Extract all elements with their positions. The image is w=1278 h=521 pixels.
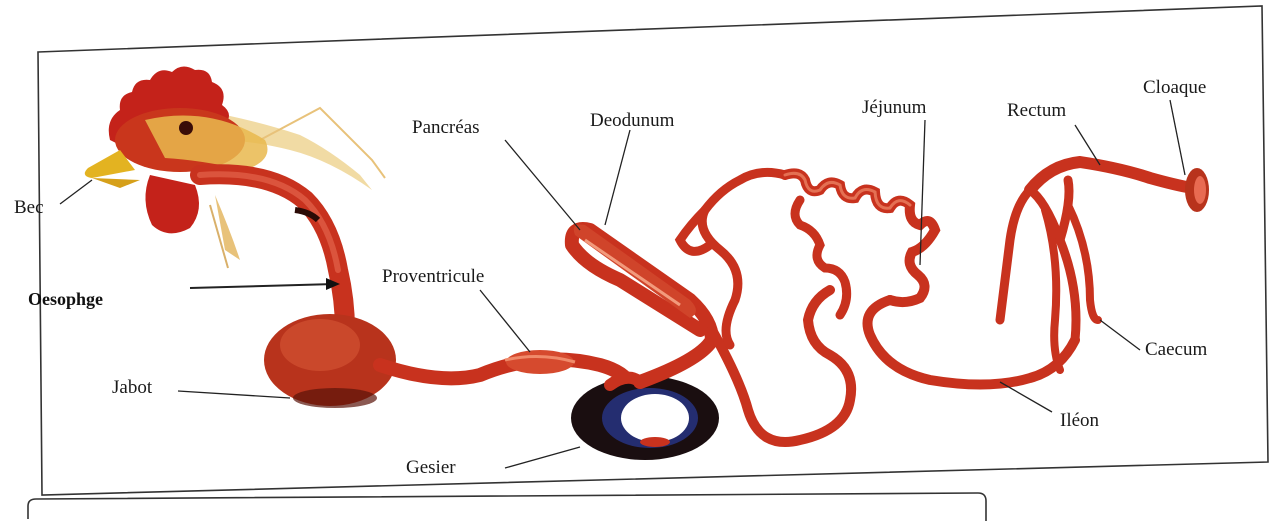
label-gesier: Gesier: [406, 458, 456, 477]
rectum-organ: [1030, 162, 1192, 190]
oesophage-arrow: [190, 284, 335, 288]
label-bec: Bec: [14, 198, 44, 217]
label-oesophage: Oesophge: [28, 290, 103, 308]
oesophagus: [200, 174, 345, 330]
label-jejunum: Jéjunum: [862, 98, 926, 117]
proventricule-organ: [380, 350, 630, 385]
lower-box-frame: [28, 493, 986, 521]
label-jabot: Jabot: [112, 378, 152, 397]
label-pancreas: Pancréas: [412, 118, 480, 137]
label-ileon: Iléon: [1060, 411, 1099, 430]
label-caecum: Caecum: [1145, 340, 1207, 359]
label-proventricule: Proventricule: [382, 267, 484, 286]
label-deodunum: Deodunum: [590, 111, 674, 130]
label-rectum: Rectum: [1007, 101, 1066, 120]
gesier-gizzard: [571, 376, 719, 460]
label-cloaque: Cloaque: [1143, 78, 1206, 97]
